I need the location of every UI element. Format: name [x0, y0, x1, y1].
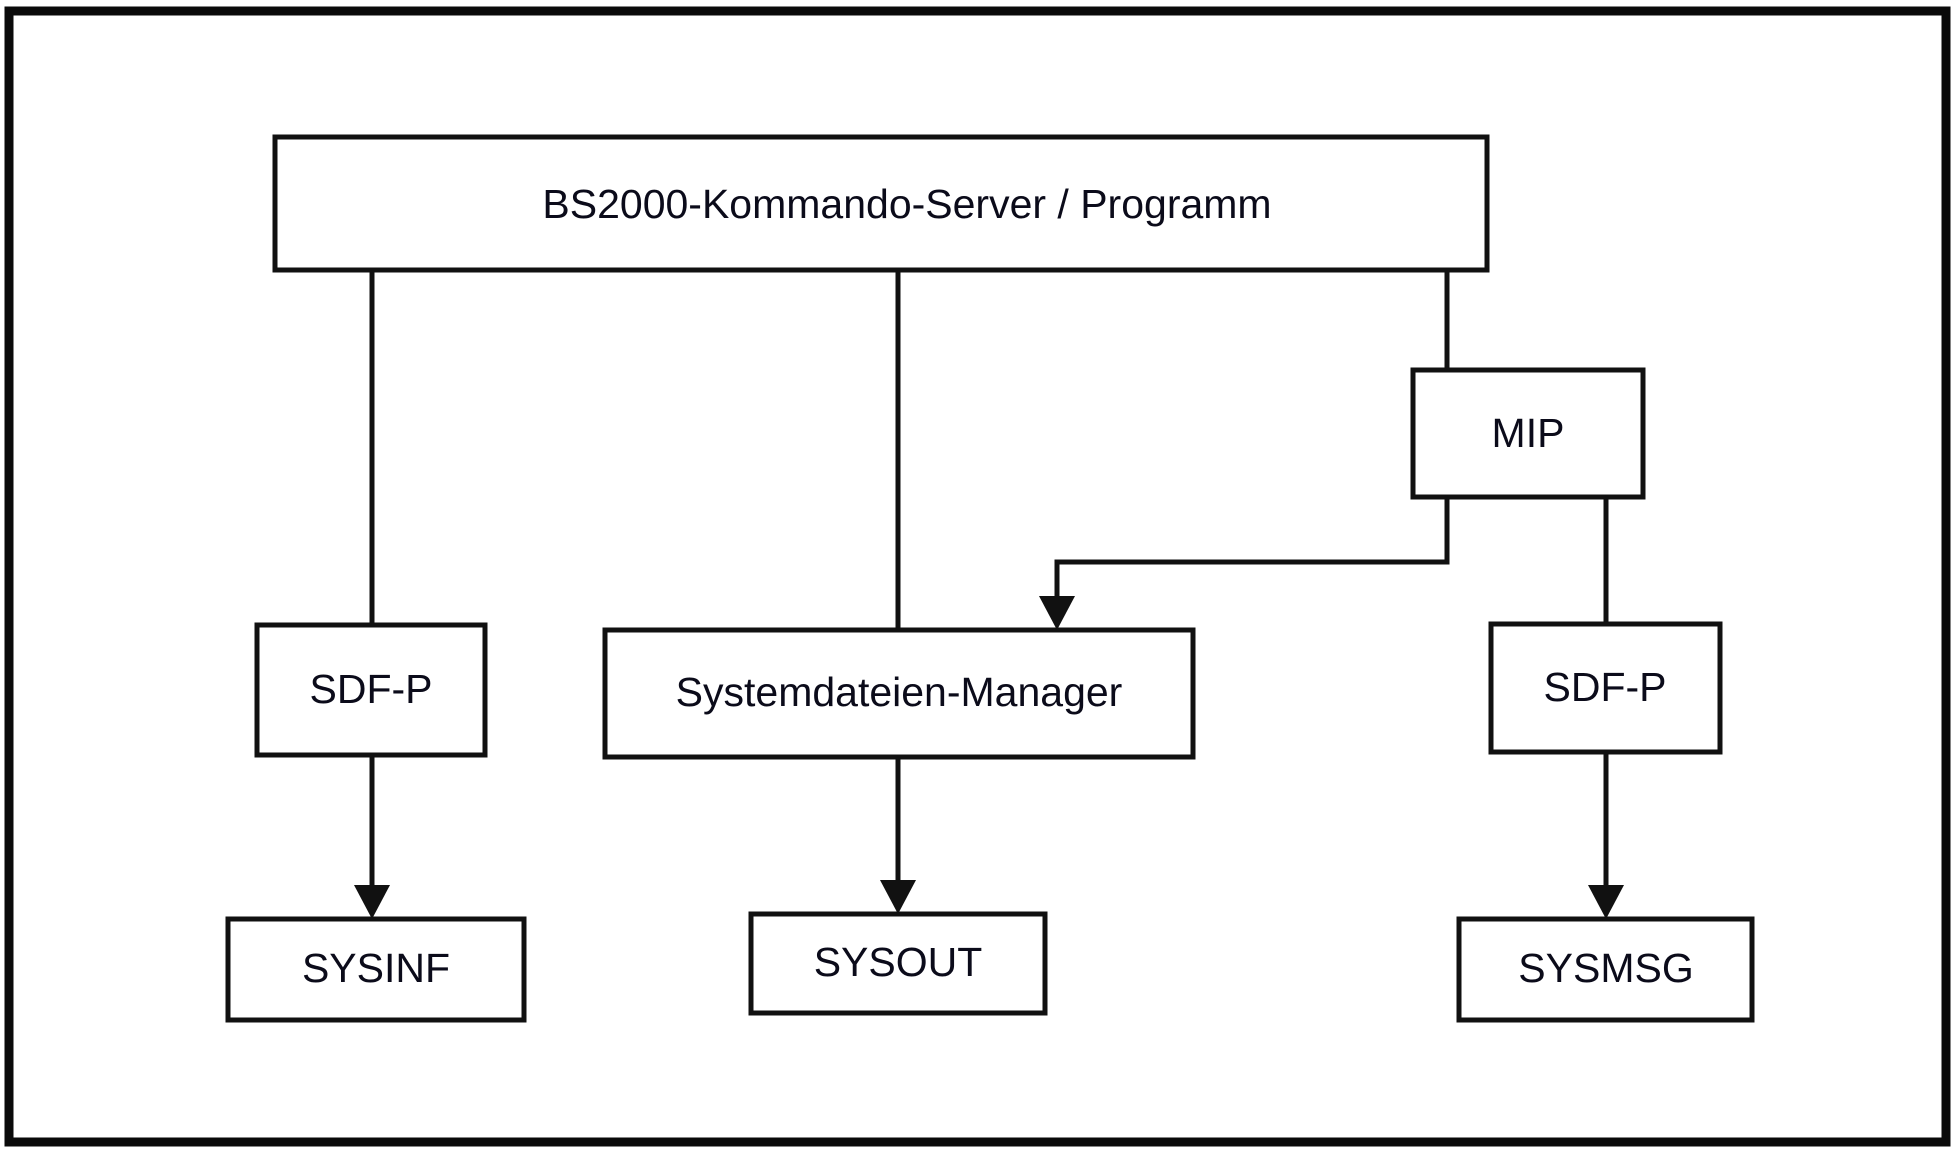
- node-sysinf-box[interactable]: [225, 916, 527, 1023]
- arrowhead-mip-to-sysdat-manager: [1039, 596, 1075, 630]
- node-sysdat-manager-box[interactable]: [602, 627, 1196, 760]
- node-mip[interactable]: MIP: [1410, 367, 1646, 500]
- node-sysinf-label: SYSINF: [302, 945, 450, 991]
- node-sdfp-right-label: SDF-P: [1544, 664, 1667, 710]
- node-sdfp-right[interactable]: SDF-P: [1488, 621, 1723, 755]
- node-sysmsg-label: SYSMSG: [1518, 945, 1693, 991]
- diagram-frame: [4, 6, 1951, 1147]
- node-sysdat-manager-label: Systemdateien-Manager: [676, 669, 1123, 715]
- arrowhead-sysdat-manager-to-sysout: [880, 880, 916, 914]
- node-sdfp-right-box[interactable]: [1488, 621, 1723, 755]
- node-sdfp-left-label: SDF-P: [310, 666, 433, 712]
- node-sysmsg[interactable]: SYSMSG: [1456, 916, 1755, 1023]
- node-server[interactable]: BS2000-Kommando-Server / Programm: [272, 134, 1490, 273]
- arrowhead-sdfp-right-to-sysmsg: [1588, 885, 1624, 919]
- arrowhead-sdfp-left-to-sysinf: [354, 885, 390, 919]
- node-sysdat-manager[interactable]: Systemdateien-Manager: [602, 627, 1196, 760]
- node-sysmsg-box[interactable]: [1456, 916, 1755, 1023]
- node-sdfp-left-box[interactable]: [254, 622, 488, 758]
- node-mip-box[interactable]: [1410, 367, 1646, 500]
- node-sysout-box[interactable]: [748, 911, 1048, 1016]
- node-server-label: BS2000-Kommando-Server / Programm: [542, 181, 1271, 227]
- node-sysout-label: SYSOUT: [814, 939, 983, 985]
- node-mip-label: MIP: [1492, 410, 1565, 456]
- node-sdfp-left[interactable]: SDF-P: [254, 622, 488, 758]
- node-sysout[interactable]: SYSOUT: [748, 911, 1048, 1016]
- edge-mip-to-sysdat-manager: [1054, 497, 1450, 614]
- node-server-box[interactable]: [272, 134, 1490, 273]
- node-sysinf[interactable]: SYSINF: [225, 916, 527, 1023]
